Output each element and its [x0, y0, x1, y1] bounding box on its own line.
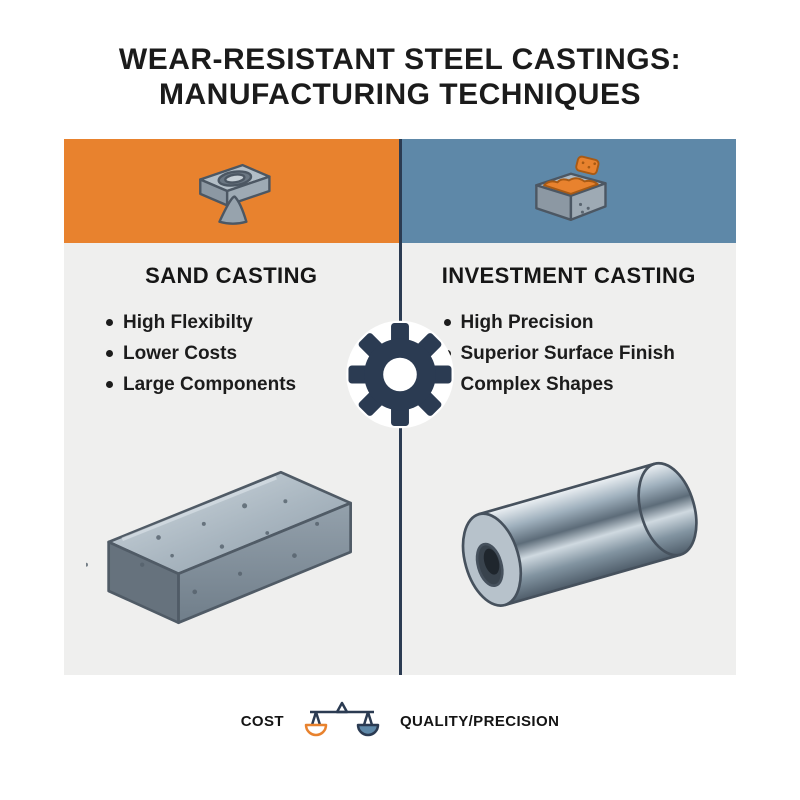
sand-mold-icon — [199, 163, 271, 225]
investment-casting-bullets: High Precision Superior Surface Finish C… — [418, 303, 721, 405]
bullet-text: Lower Costs — [123, 342, 238, 364]
investment-casting-column: INVESTMENT CASTING High Precision Superi… — [401, 138, 736, 675]
bullet-text: Superior Surface Finish — [460, 342, 675, 364]
bullet-dot — [443, 319, 451, 327]
bullet-dot — [106, 319, 113, 327]
bullet-item: Complex Shapes — [443, 373, 721, 396]
investment-mold-icon — [534, 155, 607, 221]
bullet-item: Lower Costs — [106, 343, 383, 365]
sand-casting-bullets: High Flexibilty Lower Costs Large Compon… — [80, 303, 383, 405]
cast-steel-ingot-image — [86, 471, 353, 625]
cost-label: COST — [240, 713, 284, 731]
bullet-item: Large Components — [106, 374, 383, 396]
comparison-columns: SAND CASTING High Flexibilty Lower Costs… — [64, 138, 736, 675]
sand-casting-column: SAND CASTING High Flexibilty Lower Costs… — [64, 138, 399, 675]
bullet-text: Complex Shapes — [460, 373, 614, 395]
bullet-item: High Precision — [443, 311, 721, 334]
investment-casting-title: INVESTMENT CASTING — [441, 262, 696, 288]
gear-icon — [344, 318, 456, 435]
bullet-text: High Precision — [460, 311, 594, 333]
sand-cast-ingot-illustration — [80, 405, 383, 667]
machined-steel-cylinder-image — [461, 462, 698, 608]
bullet-dot — [106, 381, 113, 389]
machined-cylinder-illustration — [418, 405, 721, 667]
investment-casting-header-band — [401, 138, 736, 243]
sand-casting-panel: SAND CASTING High Flexibilty Lower Costs… — [64, 242, 399, 675]
quality-precision-label: QUALITY/PRECISION — [399, 713, 560, 731]
title-line-2: MANUFACTURING TECHNIQUES — [159, 78, 641, 112]
title-line-1: WEAR-RESISTANT STEEL CASTINGS: — [118, 43, 682, 76]
page-title: WEAR-RESISTANT STEEL CASTINGS: MANUFACTU… — [0, 0, 800, 113]
bullet-item: Superior Surface Finish — [443, 342, 721, 365]
footer-legend: COST QUALITY/PRECISION — [0, 699, 800, 745]
sand-casting-header-band — [64, 138, 399, 243]
investment-casting-panel: INVESTMENT CASTING High Precision Superi… — [401, 242, 736, 675]
bullet-text: Large Components — [123, 373, 297, 395]
bullet-dot — [106, 350, 113, 358]
bullet-text: High Flexibilty — [123, 311, 253, 333]
bullet-item: High Flexibilty — [106, 312, 383, 334]
balance-scale-icon — [304, 701, 380, 737]
sand-casting-title: SAND CASTING — [145, 262, 318, 288]
